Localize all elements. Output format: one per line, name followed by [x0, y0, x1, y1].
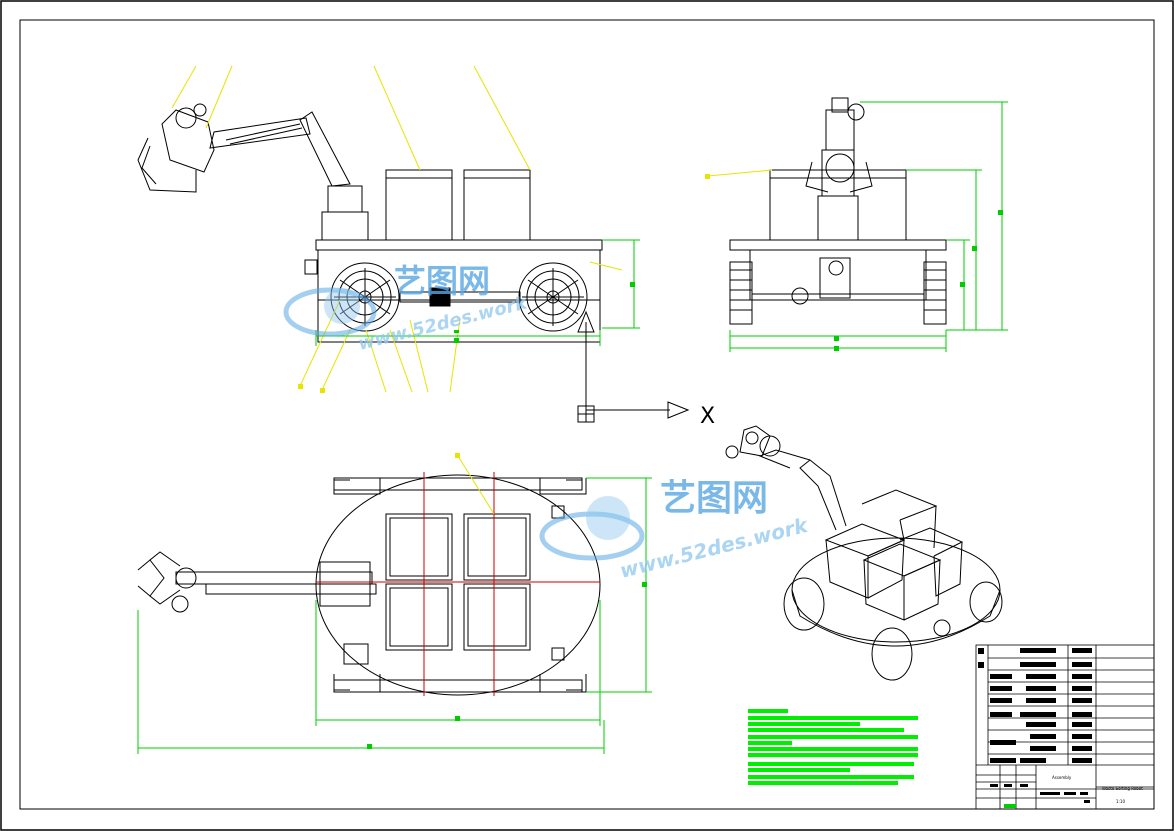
isometric-view: [725, 425, 1003, 681]
side-view-leaders: [707, 169, 773, 177]
watermark-1: 艺图网 www.52des.work: [283, 262, 530, 355]
product-name: Waste Sorting Robot: [1102, 786, 1143, 791]
top-view-centerlines: [316, 472, 600, 696]
watermark-brand-2: 艺图网: [660, 478, 768, 519]
top-bin-1: [385, 513, 453, 581]
top-view: [137, 474, 601, 696]
ucs-x-label: X: [700, 404, 715, 429]
watermark-brand-1: 艺图网: [394, 262, 490, 300]
top-bin-4: [463, 583, 531, 651]
title-block: [975, 644, 1155, 810]
technical-notes-block: [748, 709, 918, 785]
side-wheel-left: [729, 261, 753, 325]
bin-left: [385, 169, 453, 241]
title-block-filled-cells: [978, 648, 1092, 803]
sheet-inner-frame: [19, 19, 1155, 810]
side-view: [729, 97, 947, 325]
watermark-url-2: www.52des.work: [617, 513, 811, 583]
drawing-name: Assembly: [1052, 775, 1072, 780]
mecanum-wheel-right: [518, 262, 588, 332]
side-view-dimensions: [729, 101, 1008, 352]
top-bin-3: [385, 583, 453, 651]
top-view-leaders: [457, 455, 495, 515]
bin-right: [463, 169, 531, 241]
ucs-icon: [577, 310, 690, 423]
top-bin-2: [463, 513, 531, 581]
side-wheel-right: [923, 261, 947, 325]
top-view-dimensions: [137, 477, 652, 754]
platform-ellipse: [315, 474, 601, 696]
scale-code: 1:10: [1116, 799, 1125, 804]
